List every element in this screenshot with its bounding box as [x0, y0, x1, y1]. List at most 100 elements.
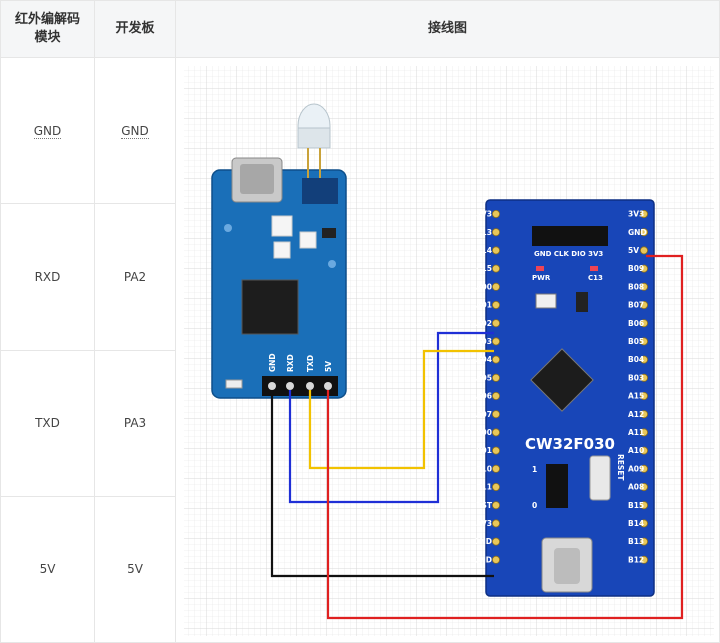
ir-label-gnd: GND [268, 353, 277, 372]
right-pin-label: B07 [628, 301, 644, 310]
ir-led-base [297, 127, 331, 149]
right-pin-label: B03 [628, 373, 644, 382]
right-pin-label: B08 [628, 282, 644, 291]
c13-label: C13 [588, 274, 603, 282]
left-pin-pad [491, 246, 500, 255]
wiring-diagram: GND RXD TXD 5V GND CLK DIO 3V3 PWR C13 [184, 66, 714, 636]
right-pin-pad [639, 264, 648, 273]
cell-module: GND [0, 56, 95, 205]
reset-label: RESET [616, 454, 625, 481]
right-pin-pad [639, 373, 648, 382]
left-pin-pad [491, 228, 500, 237]
boot-jumper [546, 464, 568, 508]
left-pin-label: B00 [476, 428, 492, 437]
cell-module: RXD [0, 203, 95, 351]
ir-pin-5v [324, 382, 332, 390]
left-pin-label: B10 [476, 464, 492, 473]
cell-board: PA3 [94, 349, 176, 497]
crystal [535, 293, 557, 309]
header-module: 红外编解码 模块 [0, 0, 95, 58]
ir-pin-rxd [286, 382, 294, 390]
left-pin-pad [491, 464, 500, 473]
cell-board-text: 5V [127, 562, 143, 577]
right-pin-column: 3V3GND5VB09B08B07B06B05B04B03A15A12A11A1… [628, 209, 648, 564]
cell-module-text: RXD [34, 269, 61, 284]
cell-board: GND [94, 56, 176, 205]
left-pin-label: A03 [476, 337, 492, 346]
cell-module: TXD [0, 349, 95, 497]
left-pin-pad [491, 428, 500, 437]
right-pin-pad [639, 482, 648, 491]
right-pin-label: A12 [628, 410, 644, 419]
left-pin-pad [491, 337, 500, 346]
left-pin-label: 3V3 [476, 210, 492, 219]
left-pin-label: RST [476, 501, 493, 510]
left-pin-label: GND [473, 555, 492, 564]
right-pin-pad [639, 355, 648, 364]
cell-board-text: GND [121, 123, 149, 139]
cell-module: 5V [0, 495, 95, 643]
right-pin-label: B05 [628, 337, 644, 346]
right-pin-label: A11 [628, 428, 644, 437]
ir-module: GND RXD TXD 5V [211, 103, 347, 399]
ir-pin-gnd [268, 382, 276, 390]
ir-pin-txd [306, 382, 314, 390]
left-pin-label: A05 [476, 373, 492, 382]
right-pin-pad [639, 537, 648, 546]
left-pin-pad [491, 391, 500, 400]
right-pin-label: B04 [628, 355, 644, 364]
left-pin-label: A06 [476, 392, 492, 401]
table-row: RXD PA2 [0, 203, 720, 351]
ir-ic-chip [241, 279, 299, 335]
pwr-label: PWR [532, 274, 551, 282]
table-row: GND GND [0, 56, 720, 643]
left-pin-pad [491, 319, 500, 328]
left-pin-pad [491, 519, 500, 528]
header-board: 开发板 [94, 0, 176, 58]
left-pin-label: B11 [476, 483, 492, 492]
left-pin-label: A01 [476, 301, 492, 310]
right-pin-pad [639, 519, 648, 528]
right-pin-pad [639, 337, 648, 346]
left-pin-pad [491, 482, 500, 491]
right-pin-pad [639, 410, 648, 419]
left-pin-label: C15 [476, 264, 492, 273]
left-pin-label: 3V3 [476, 519, 492, 528]
header-board-text: 开发板 [115, 21, 155, 36]
cell-module-text: GND [33, 123, 62, 139]
right-pin-label: A10 [628, 446, 644, 455]
left-pin-pad [491, 373, 500, 382]
right-pin-label: B13 [628, 537, 644, 546]
jumper-zero-label: 0 [532, 501, 537, 510]
cell-module-text: 5V [39, 562, 56, 577]
wiring-diagram-cell: GND RXD TXD 5V GND CLK DIO 3V3 PWR C13 [175, 57, 720, 643]
wire-5v [326, 254, 684, 620]
swd-header-label: GND CLK DIO 3V3 [534, 250, 603, 258]
board-name: CW32F030 [525, 435, 615, 453]
cell-board: PA2 [94, 203, 176, 351]
left-pin-pad [491, 446, 500, 455]
cell-module-text: TXD [35, 416, 60, 431]
ir-label-rxd: RXD [286, 354, 295, 372]
left-pin-pad [491, 410, 500, 419]
right-pin-pad [639, 246, 648, 255]
right-pin-label: 5V [628, 246, 639, 255]
wire-rxd [288, 331, 494, 504]
right-pin-label: B06 [628, 319, 644, 328]
right-pin-pad [639, 501, 648, 510]
left-pin-label: C13 [476, 228, 492, 237]
right-pin-pad [639, 446, 648, 455]
left-pin-pad [491, 264, 500, 273]
header-module-text: 红外编解码 模块 [14, 12, 80, 45]
left-pin-label: B01 [476, 446, 492, 455]
wire-txd [308, 349, 494, 470]
right-pin-pad [639, 428, 648, 437]
left-pin-pad [491, 555, 500, 564]
right-pin-pad [639, 228, 648, 237]
jumper-one-label: 1 [532, 465, 537, 474]
left-pin-label: A07 [476, 410, 492, 419]
right-pin-label: B12 [628, 555, 644, 564]
right-pin-pad [639, 209, 648, 218]
right-pin-pad [639, 319, 648, 328]
